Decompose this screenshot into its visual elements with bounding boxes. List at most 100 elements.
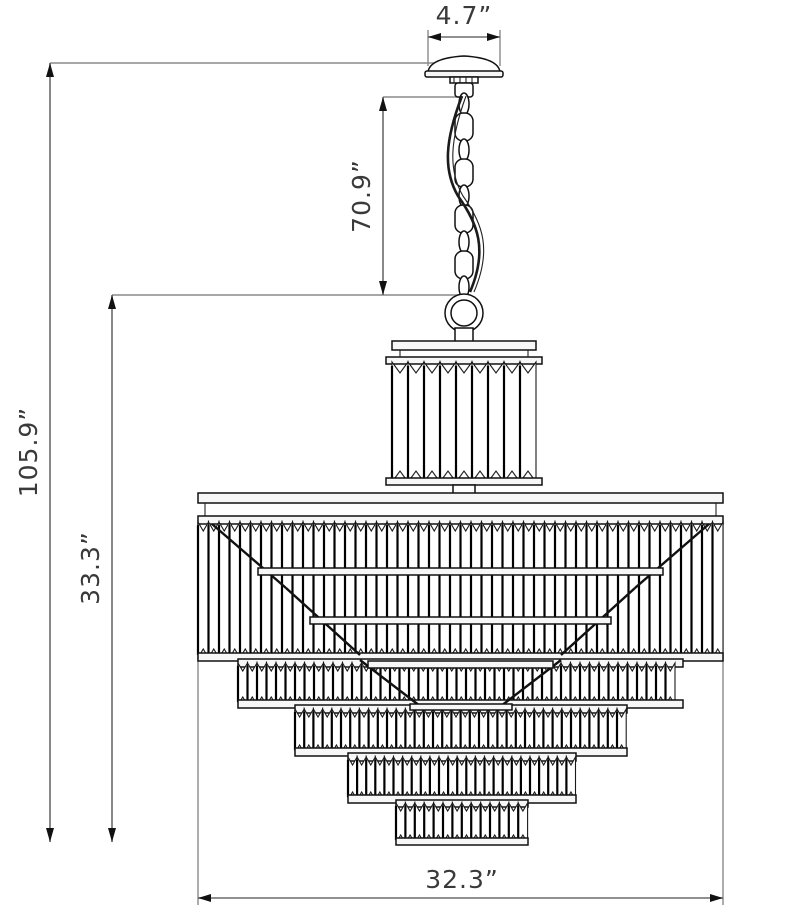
crystal-rod [460, 706, 471, 756]
crystal-rod [520, 754, 531, 803]
crystal-rod [449, 519, 462, 661]
crystal-rod [512, 519, 525, 661]
crystal-rod [645, 660, 657, 708]
crystal-rod [524, 706, 535, 756]
crystal-rod [550, 660, 562, 708]
crystal-rod [547, 754, 558, 803]
crystal-rod [275, 660, 287, 708]
crystal-rod [358, 706, 370, 756]
crystal-rod [354, 519, 367, 661]
crystal-rod [659, 519, 672, 661]
crystal-rod [701, 519, 714, 661]
crystal-rod [442, 800, 453, 846]
crystal-rod [407, 519, 420, 661]
crystal-rod [502, 754, 513, 803]
crystal-rod [398, 660, 410, 708]
crystal-rod [270, 519, 283, 661]
tier-3-crystal-rods [293, 706, 627, 756]
crystal-rod [427, 660, 439, 708]
crystal-rod [474, 754, 486, 803]
dim-label-fixture-height: 33.3” [76, 531, 105, 605]
crystal-rod [197, 519, 210, 661]
support-crossbar-lower [367, 660, 554, 669]
crystal-rod [564, 519, 577, 661]
crystal-rod [669, 519, 682, 661]
crystal-rod [423, 800, 435, 846]
crystal-rod [664, 660, 676, 708]
crystal-rod [474, 660, 486, 708]
crystal-rod [588, 660, 600, 708]
crystal-rod [455, 660, 467, 708]
crystal-rod [349, 706, 360, 756]
crystal-rod [420, 754, 431, 803]
crystal-rod [351, 660, 363, 708]
arrow-fixture-top [108, 295, 116, 309]
crystal-rod [368, 706, 379, 756]
crystal-rod [556, 754, 567, 803]
tier-5-bottom-frame [395, 837, 529, 846]
crystal-rod [439, 360, 457, 484]
power-cord-highlight [452, 95, 485, 293]
crystal-rod [565, 754, 577, 803]
crystal-rod [487, 706, 498, 756]
crystal-rod [515, 706, 526, 756]
crystal-rod [638, 519, 651, 661]
tier-5-crystal-rods [394, 800, 529, 846]
crystal-rod [396, 519, 409, 661]
crystal-rod [218, 519, 231, 661]
crystal-rod [533, 706, 544, 756]
crystal-rod [374, 754, 385, 803]
crystal-rod [554, 519, 567, 661]
crystal-rod [312, 706, 324, 756]
crystal-rod [407, 360, 425, 484]
arrow-width-right [710, 894, 723, 902]
arrow-overall-bottom [46, 828, 54, 842]
crystal-rod [538, 754, 549, 803]
crystal-rod [459, 519, 472, 661]
crystal-rod [417, 660, 429, 708]
crystal-rod [579, 660, 591, 708]
arrow-chain-bottom [379, 281, 387, 295]
crystal-rod [246, 660, 258, 708]
crystal-rod [506, 706, 517, 756]
crystal-rod [451, 800, 463, 846]
crystal-rod [432, 706, 443, 756]
dimension-overall-height: 105.9” [14, 62, 440, 842]
crystal-rod [598, 660, 610, 708]
crystal-rod [365, 754, 376, 803]
arrow-canopy-right [487, 33, 500, 41]
crystal-rod [386, 519, 399, 661]
crystal-rod [491, 519, 504, 661]
top-shade-crystal-rods [390, 360, 537, 484]
crystal-rod [461, 800, 472, 846]
tier-4-crystal-rods [346, 754, 577, 803]
chain [446, 92, 485, 299]
crystal-rod [607, 706, 618, 756]
crystal-rod [493, 660, 505, 708]
crystal-rod [237, 660, 249, 708]
crystal-rod [569, 660, 581, 708]
crystal-rod [438, 754, 449, 803]
crystal-rod [322, 706, 333, 756]
support-diagonal-left-1 [211, 523, 287, 589]
canopy [424, 55, 504, 98]
crystal-rod [543, 519, 556, 661]
crystal-rod [648, 519, 661, 661]
crystal-rod [598, 706, 609, 756]
crystal-rod [428, 519, 441, 661]
crystal-rod [429, 754, 440, 803]
crystal-rod [423, 706, 434, 756]
crystal-rod [478, 706, 489, 756]
crystal-rod [313, 660, 325, 708]
crystal-rod [455, 360, 473, 484]
crystal-rod [323, 519, 336, 661]
chain-link [454, 112, 474, 142]
crystal-rod [531, 660, 543, 708]
crystal-rod [411, 754, 422, 803]
crystal-rod [404, 800, 416, 846]
support-crossbar-upper [257, 567, 664, 576]
crystal-rod [501, 519, 514, 661]
crystal-rod [711, 519, 724, 661]
crystal-rod [447, 754, 458, 803]
